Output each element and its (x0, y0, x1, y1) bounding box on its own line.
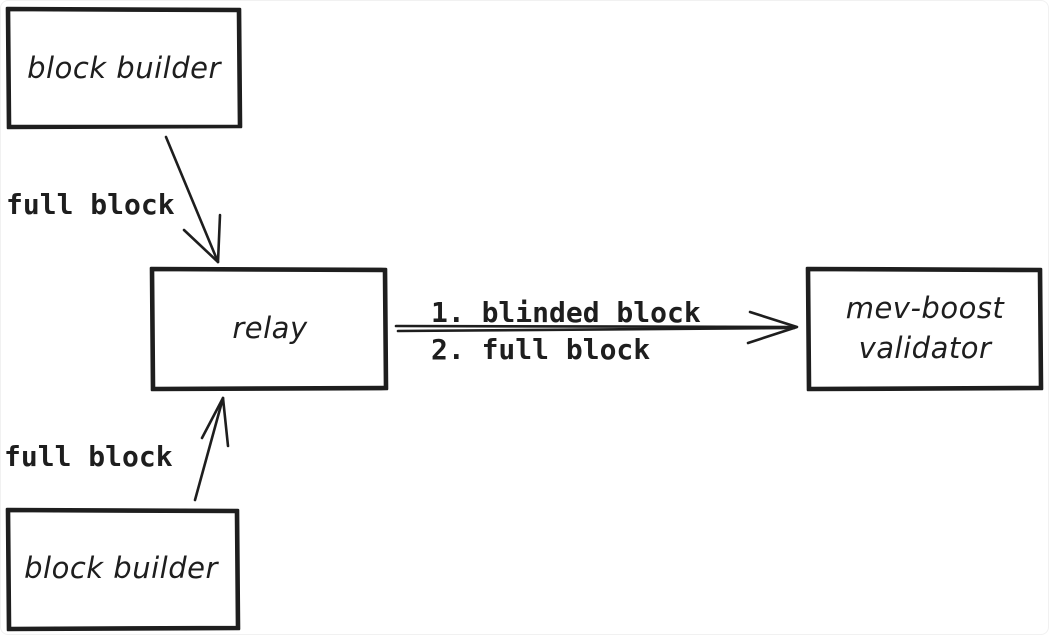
arrow-shaft-sketch (396, 326, 796, 333)
edge-label-bottom-full-block: full block (4, 440, 173, 473)
arrow-shaft (193, 396, 225, 502)
arrow-head (746, 310, 799, 345)
node-label-line-1: mev-boost (846, 291, 1006, 325)
node-box (5, 6, 243, 130)
node-box (5, 507, 241, 632)
arrow-head (182, 213, 222, 264)
arrow-relay-to-validator (394, 310, 799, 345)
node-mev-boost-validator: mev-boost validator (805, 266, 1044, 392)
node-box-sketch (151, 268, 387, 390)
node-block-builder-top: block builder (5, 6, 243, 130)
node-relay: relay (149, 266, 389, 392)
node-box-sketch (7, 8, 241, 128)
node-label-line-2: validator (859, 331, 993, 365)
arrow-head (200, 396, 230, 448)
arrow-shaft (394, 324, 798, 329)
node-box (149, 266, 389, 392)
node-label: relay (232, 311, 308, 345)
node-box-sketch (807, 268, 1042, 390)
edge-label-full-block: 2. full block (431, 333, 650, 366)
node-block-builder-bottom: block builder (5, 507, 241, 632)
arrow-shaft (164, 135, 220, 264)
arrow-top-builder-to-relay (164, 135, 222, 264)
node-box (805, 266, 1044, 392)
node-box-sketch (7, 509, 239, 630)
arrow-bottom-builder-to-relay (193, 396, 230, 502)
edge-label-top-full-block: full block (6, 188, 175, 221)
node-label: block builder (24, 551, 219, 585)
node-label: block builder (27, 51, 222, 85)
edge-label-blinded-block: 1. blinded block (431, 296, 701, 329)
